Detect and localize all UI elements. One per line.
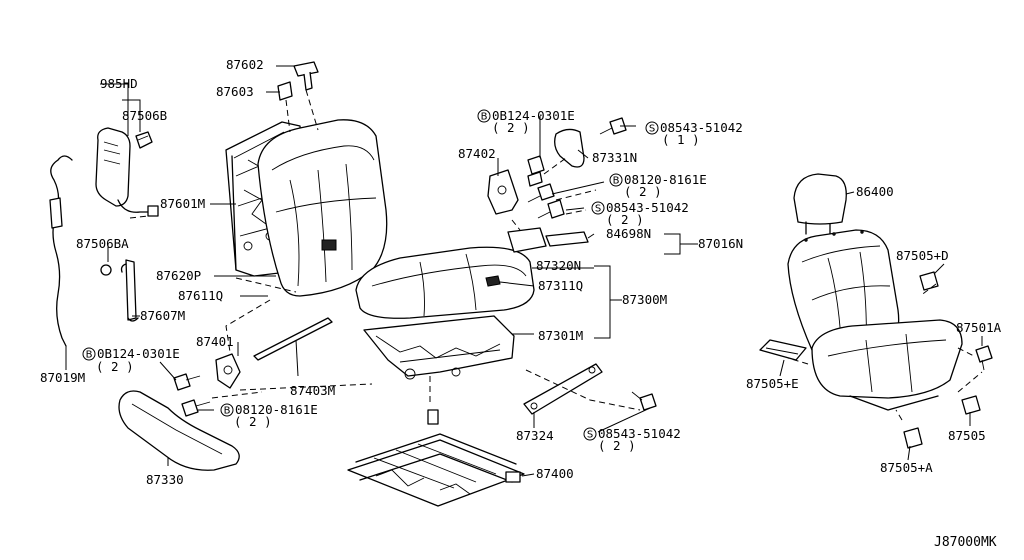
label-87602: 87602 [226, 57, 264, 72]
harness-87019m [49, 155, 73, 347]
label-87607m: 87607M [140, 308, 185, 323]
svg-text:B: B [613, 176, 620, 187]
label-87402: 87402 [458, 146, 496, 161]
label-87505: 87505 [948, 428, 986, 443]
label-87505d: 87505+D [896, 248, 949, 263]
label-87505e: 87505+E [746, 376, 799, 391]
label-87403m: 87403M [290, 383, 335, 398]
label-08120-left: 08120-8161E [235, 402, 318, 417]
label-87300m: 87300M [622, 292, 667, 307]
bolt-08120-lower [181, 399, 211, 417]
cover-87505e [759, 339, 807, 361]
bracket-87607m [100, 259, 139, 322]
svg-text:B: B [86, 350, 93, 361]
label-08543-mid: 08543-51042 [606, 200, 689, 215]
headrest-guides-87602 [277, 61, 319, 101]
screw-badge-08543-bottom: S [583, 427, 597, 441]
label-0b124-left-qty: ( 2 ) [96, 359, 134, 374]
label-87019m: 87019M [40, 370, 85, 385]
screw-08543-mid [537, 199, 565, 219]
label-87501a: 87501A [956, 320, 1002, 335]
bolt-badge-0b124-left: B [82, 347, 96, 361]
label-08120-center: 08120-8161E [624, 172, 707, 187]
label-87400: 87400 [536, 466, 574, 481]
cover-87505a [903, 427, 923, 449]
side-finisher-87330 [118, 390, 240, 471]
cover-87505d [919, 271, 939, 291]
svg-text:B: B [481, 112, 488, 123]
label-87506b: 87506B [122, 108, 167, 123]
bracket-87324 [523, 363, 603, 415]
back-board-87611q [235, 277, 297, 293]
label-08543-mid-qty: ( 2 ) [606, 212, 644, 227]
screw-badge-08543-mid: S [591, 201, 605, 215]
recliner-87401 [215, 353, 241, 389]
svg-text:B: B [224, 406, 231, 417]
label-87324: 87324 [516, 428, 554, 443]
label-985hd: 985HD [100, 76, 138, 91]
svg-text:S: S [595, 204, 601, 215]
bolt-0b124-lower [173, 373, 201, 391]
bracket-87402 [487, 169, 519, 215]
bolt-0b124-upper [527, 155, 545, 187]
screw-08543-lower [631, 391, 657, 411]
screw-08543-upper [599, 117, 627, 135]
label-87401: 87401 [196, 334, 234, 349]
bolt-badge-08120-left: B [220, 403, 234, 417]
bolt-badge-0b124-center: B [477, 109, 491, 123]
label-84698n: 84698N [606, 226, 651, 241]
svg-text:S: S [649, 124, 655, 135]
label-08543-bottom-qty: ( 2 ) [598, 438, 636, 453]
label-08543-top: 08543-51042 [660, 120, 743, 135]
label-87505a: 87505+A [880, 460, 933, 475]
label-87603: 87603 [216, 84, 254, 99]
bolt-08120-upper [527, 183, 555, 203]
label-0b124-left: 0B124-0301E [97, 346, 180, 361]
lever-87403m [253, 317, 333, 361]
svg-text:S: S [587, 430, 593, 441]
label-87620p: 87620P [156, 268, 201, 283]
label-08543-bottom: 08543-51042 [598, 426, 681, 441]
seat-cushion-87320n [355, 246, 535, 319]
label-08120-center-qty: ( 2 ) [624, 184, 662, 199]
label-87320n: 87320N [536, 258, 581, 273]
label-87311q: 87311Q [538, 278, 583, 293]
label-0b124-center: 0B124-0301E [492, 108, 575, 123]
seatback-cover-87620p [257, 119, 388, 297]
label-08120-left-qty: ( 2 ) [234, 414, 272, 429]
label-87016n: 87016N [698, 236, 743, 251]
label-87301m: 87301M [538, 328, 583, 343]
label-87331n: 87331N [592, 150, 637, 165]
label-08543-top-qty: ( 1 ) [662, 132, 700, 147]
seat-assembly [787, 229, 963, 411]
harness-87016n [507, 227, 589, 253]
assembly-dashed-lines [129, 89, 983, 421]
cover-87505 [961, 395, 981, 415]
leader-lines [65, 65, 983, 477]
label-87506ba: 87506BA [76, 236, 129, 251]
clip-87506b [135, 131, 153, 149]
cushion-pan-87301m [363, 315, 515, 380]
diagram-code: J87000MK [934, 535, 997, 550]
part-labels: 985HD 87506B 87602 87603 87601M 87506BA … [40, 57, 1002, 550]
headrest-86400 [793, 173, 847, 237]
bolt-87501a [975, 345, 993, 371]
label-87601m: 87601M [160, 196, 205, 211]
screw-badge-08543-top: S [645, 121, 659, 135]
label-0b124-center-qty: ( 2 ) [492, 120, 530, 135]
label-86400: 86400 [856, 184, 894, 199]
side-airbag-module [95, 127, 159, 217]
bolt-badge-08120-center: B [609, 173, 623, 187]
recliner-cover-87331n [554, 128, 585, 168]
label-87611q: 87611Q [178, 288, 223, 303]
seat-track-87400 [347, 409, 525, 507]
label-87330: 87330 [146, 472, 184, 487]
